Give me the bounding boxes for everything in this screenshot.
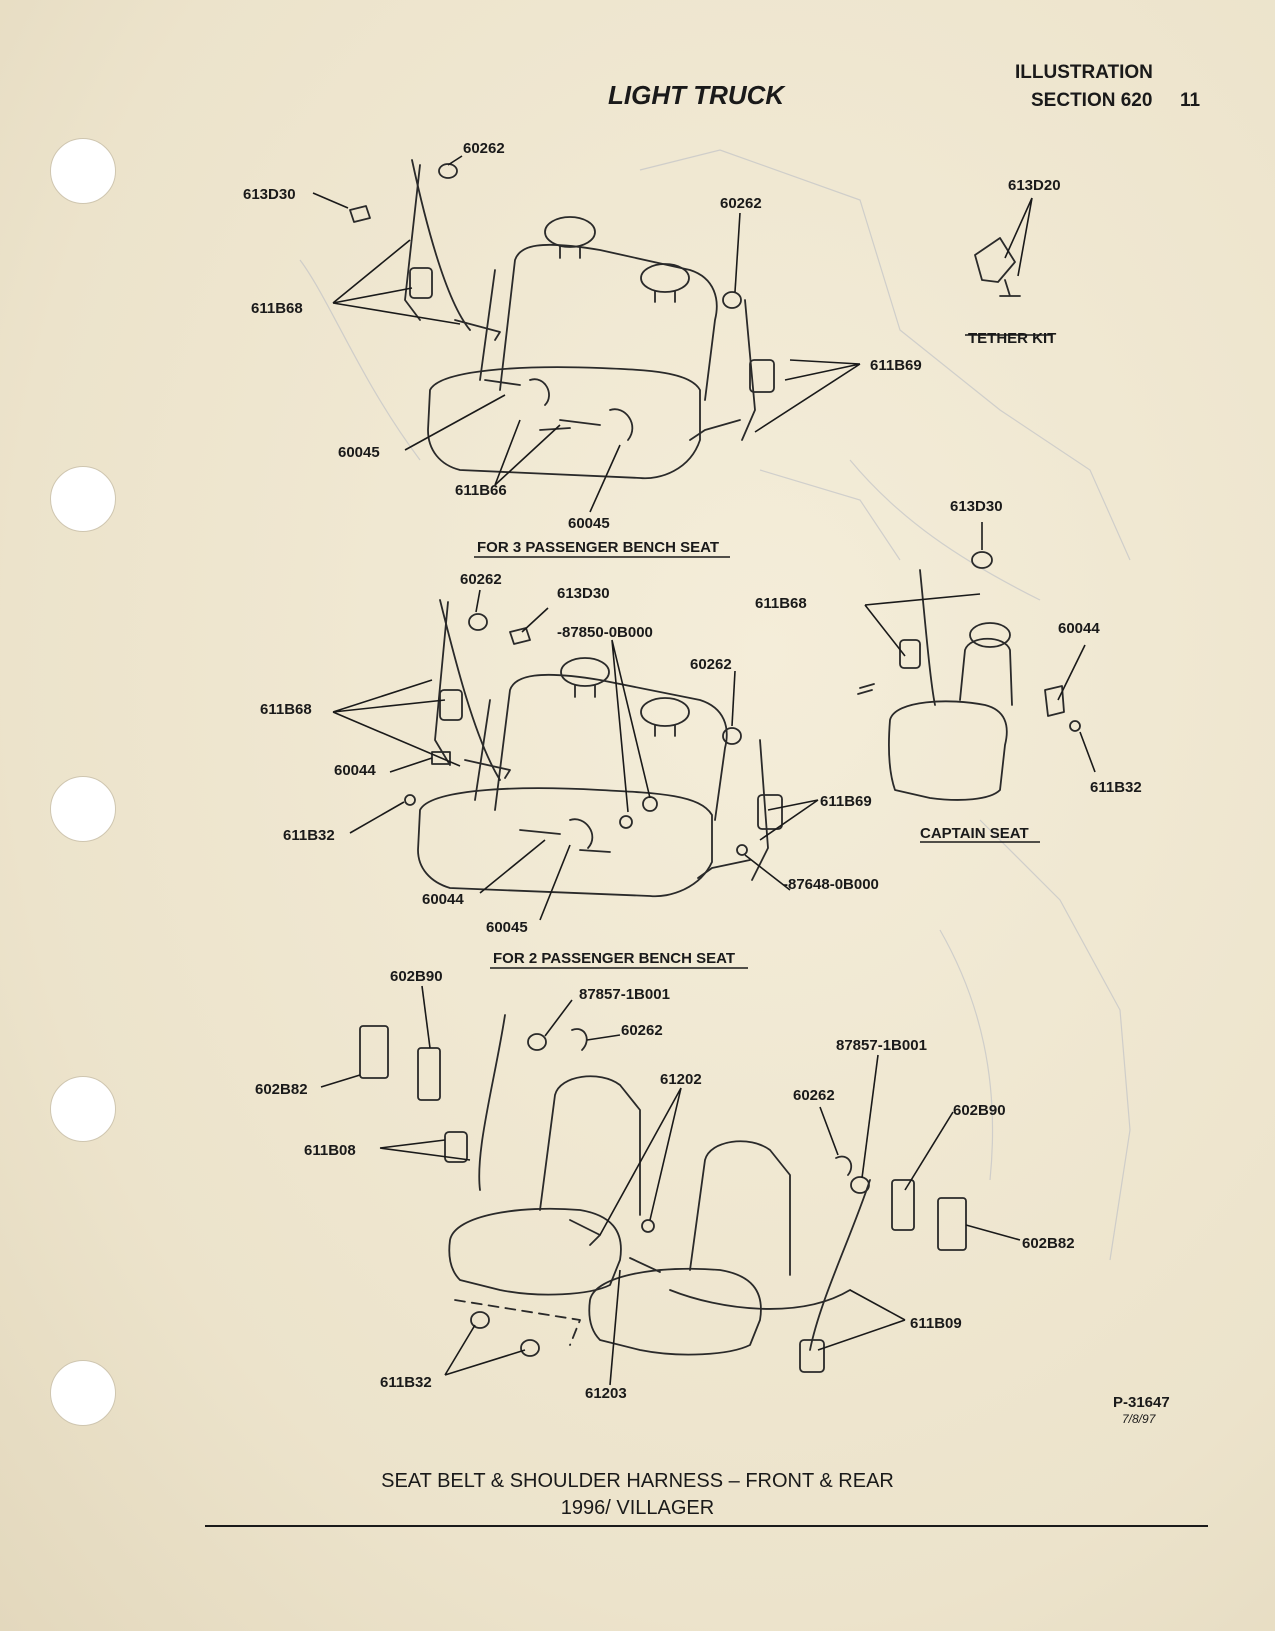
front-bucket-seats	[359, 1014, 967, 1373]
callout: 60045	[486, 919, 528, 936]
figure-subcaption: 1996/ VILLAGER	[560, 1497, 715, 1519]
callout: 602B90	[953, 1102, 1006, 1119]
callout: 60045	[338, 444, 380, 461]
callout: 611B69	[870, 357, 922, 374]
bench-seat-3p	[349, 159, 775, 480]
binder-hole	[50, 1076, 116, 1142]
binder-hole	[50, 1360, 116, 1426]
callout: 60262	[720, 195, 762, 212]
callout: 611B68	[251, 300, 303, 317]
binder-hole	[50, 466, 116, 532]
callout: 611B69	[820, 793, 872, 810]
callout: 60262	[460, 571, 502, 588]
callout: 613D30	[950, 498, 1003, 515]
callout: -87850-0B000	[557, 624, 653, 641]
callout: -87648-0B000	[783, 876, 879, 893]
bleed-through	[299, 149, 1131, 1261]
callout: 602B82	[1022, 1235, 1075, 1252]
captain-seat	[857, 551, 1081, 843]
callout: 60044	[422, 891, 464, 908]
drawing-date: 7/8/97	[1122, 1412, 1156, 1426]
callout: 61203	[585, 1385, 627, 1402]
group-captions: FOR 3 PASSENGER BENCH SEAT TETHER KIT FO…	[474, 330, 1056, 969]
callout: 61202	[660, 1071, 702, 1088]
binder-hole	[50, 138, 116, 204]
callout: 611B32	[1090, 779, 1142, 796]
page-number: 11	[1180, 90, 1201, 111]
leader-lines	[312, 155, 1096, 1386]
callout: 60262	[690, 656, 732, 673]
callout: 611B68	[755, 595, 807, 612]
tether-kit	[965, 237, 1052, 336]
callout: 60044	[334, 762, 376, 779]
callout: 602B90	[390, 968, 443, 985]
section-label: SECTION 620	[1031, 90, 1153, 111]
callout: 60262	[793, 1087, 835, 1104]
figure-caption: SEAT BELT & SHOULDER HARNESS – FRONT & R…	[381, 1470, 894, 1492]
callout: 87857-1B001	[579, 986, 670, 1003]
callout: 611B68	[260, 701, 312, 718]
callout: 60262	[621, 1022, 663, 1039]
page-title: LIGHT TRUCK	[608, 80, 785, 110]
caption-3p-bench: FOR 3 PASSENGER BENCH SEAT	[477, 539, 719, 556]
illustration-label: ILLUSTRATION	[1015, 62, 1153, 83]
binder-hole	[50, 776, 116, 842]
callout: 87857-1B001	[836, 1037, 927, 1054]
callout: 60262	[463, 140, 505, 157]
drawing-reference: P-31647	[1113, 1394, 1170, 1411]
callout: 613D30	[243, 186, 296, 203]
callout: 611B66	[455, 482, 507, 499]
callout: 611B08	[304, 1142, 356, 1159]
callout: 613D30	[557, 585, 610, 602]
caption-2p-bench: FOR 2 PASSENGER BENCH SEAT	[493, 950, 735, 967]
callout: 602B82	[255, 1081, 308, 1098]
callout: 611B32	[380, 1374, 432, 1391]
caption-tether-kit: TETHER KIT	[968, 330, 1056, 347]
callout: 60045	[568, 515, 610, 532]
callout-labels: 60262 613D30 611B68 60262 613D20 611B69 …	[243, 140, 1142, 1402]
bench-seat-2p	[404, 599, 783, 898]
callout: 60044	[1058, 620, 1100, 637]
caption-captain-seat: CAPTAIN SEAT	[920, 825, 1029, 842]
callout: 613D20	[1008, 177, 1061, 194]
callout: 611B09	[910, 1315, 962, 1332]
callout: 611B32	[283, 827, 335, 844]
footer-rule	[205, 1525, 1208, 1527]
